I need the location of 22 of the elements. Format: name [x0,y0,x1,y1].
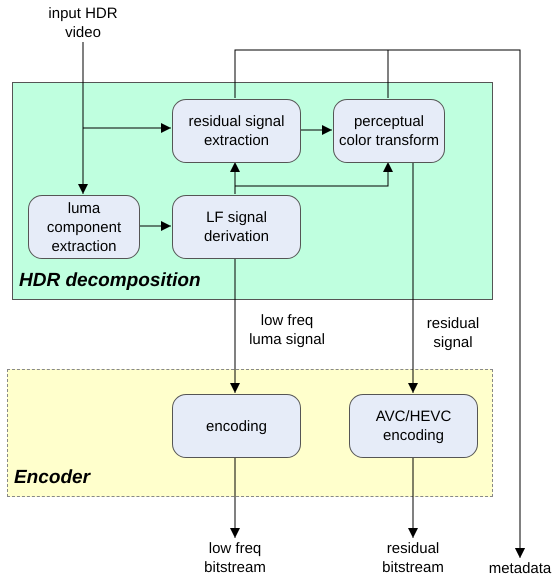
process-box: luma component extraction [28,195,140,259]
group-panel [12,82,493,300]
process-box: perceptual color transform [333,99,445,163]
arrow [234,162,393,194]
io-label: metadata [486,558,554,578]
io-label: residual bitstream [368,538,458,578]
arrow [408,456,418,538]
group-panel [7,369,493,497]
arrow [138,221,172,231]
arrow [300,125,332,135]
group-title: HDR decomposition [19,269,201,293]
io-label: low freq bitstream [190,538,280,578]
arrow [230,258,240,394]
arrow [388,50,525,558]
process-box: residual signal extraction [172,99,301,163]
process-box: encoding [172,394,301,458]
group-title: Encoder [14,466,90,490]
arrow [408,162,418,394]
io-label: input HDR video [33,4,133,42]
process-box: LF signal derivation [172,195,301,259]
process-box: AVC/HEVC encoding [349,394,478,458]
arrow [230,456,240,538]
